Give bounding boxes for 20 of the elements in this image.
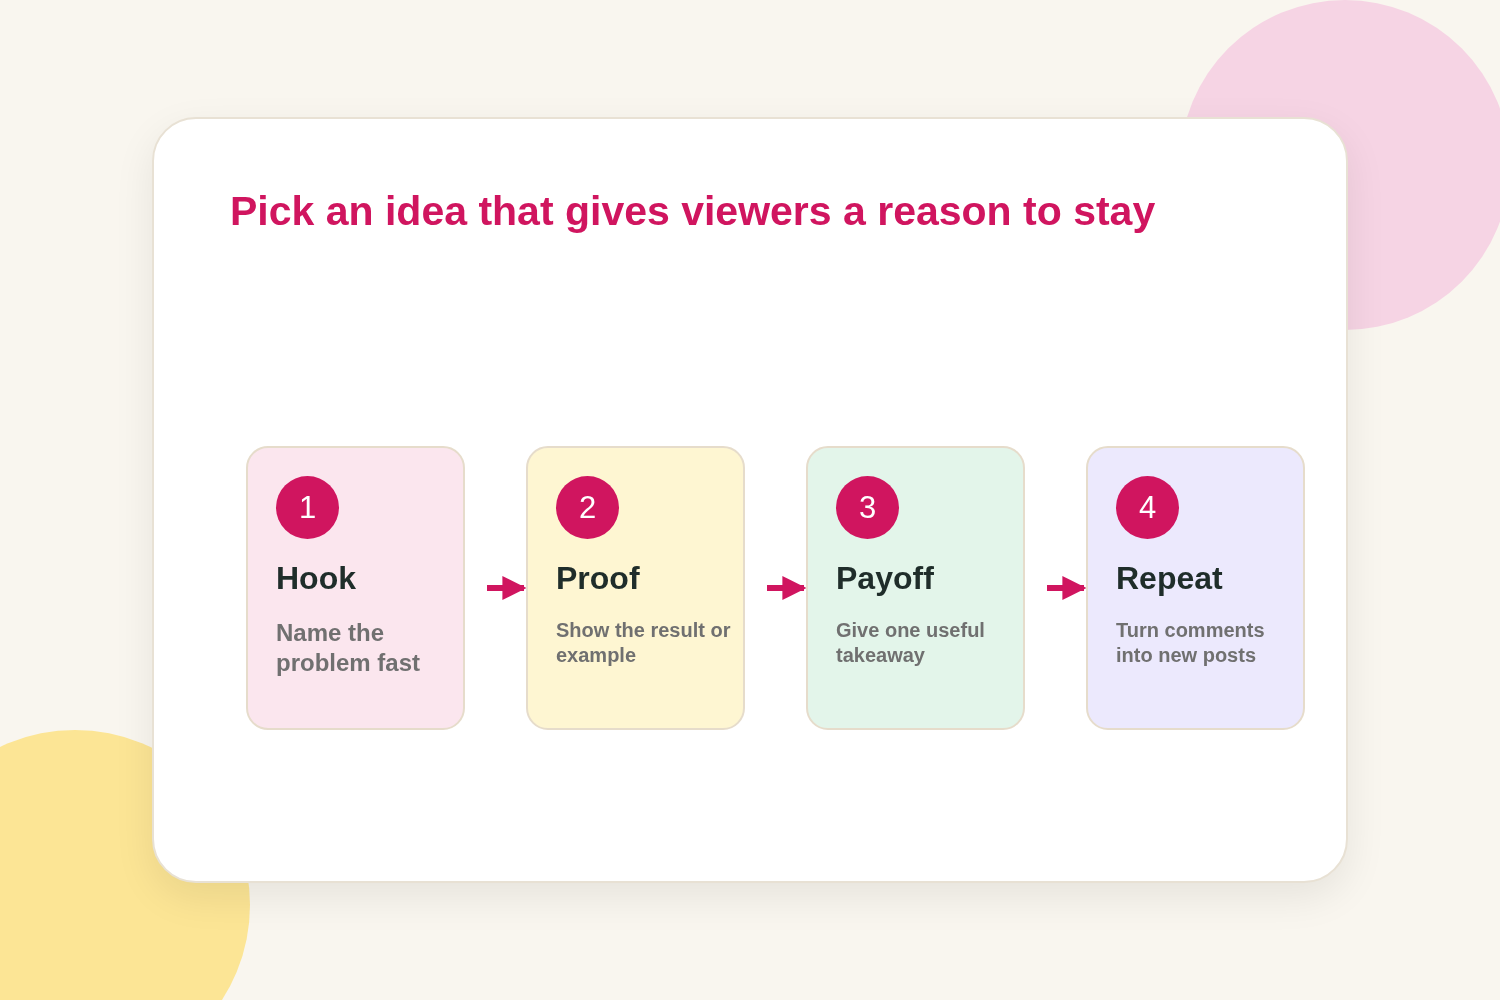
step-description: Name the problem fast [276, 618, 422, 678]
step-number-badge: 4 [1116, 476, 1179, 539]
step-number-badge: 3 [836, 476, 899, 539]
step-number-badge: 1 [276, 476, 339, 539]
step-heading: Hook [276, 560, 356, 597]
title: Pick an idea that gives viewers a reason to stay [230, 188, 1156, 235]
arrow [487, 576, 527, 600]
step-heading: Repeat [1116, 560, 1223, 597]
arrow [1047, 576, 1087, 600]
step-number-badge: 2 [556, 476, 619, 539]
arrow [767, 576, 807, 600]
step-card [246, 446, 465, 730]
step-heading: Payoff [836, 560, 934, 597]
step-description: Show the result or example [556, 618, 732, 668]
step-card [1086, 446, 1305, 730]
step-card [806, 446, 1025, 730]
step-card [526, 446, 745, 730]
step-description: Turn comments into new posts [1116, 618, 1266, 668]
step-description: Give one useful takeaway [836, 618, 986, 668]
step-heading: Proof [556, 560, 640, 597]
